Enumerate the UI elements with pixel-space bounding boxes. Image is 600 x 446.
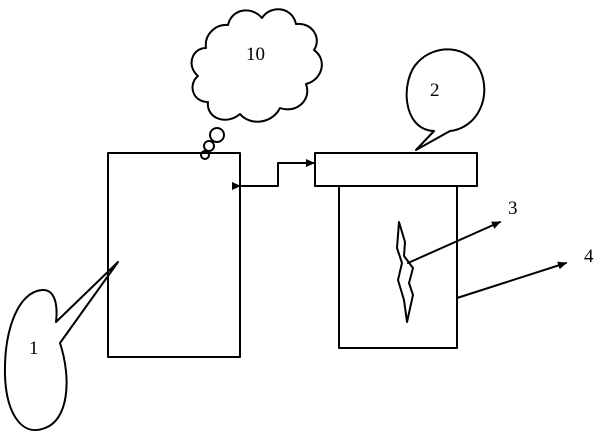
label-cloud: 10 (246, 44, 265, 65)
container-box (338, 185, 458, 349)
callout-bubble-left (3, 261, 119, 431)
leader-arrow-lower (456, 261, 567, 299)
crack-shape (396, 221, 414, 323)
leader-arrow-upper (407, 221, 501, 264)
label-callout-left: 1 (29, 338, 39, 359)
connector-line (232, 159, 315, 190)
callout-bubble-top (405, 48, 486, 151)
thought-cloud (190, 8, 323, 123)
label-arrow-lower: 4 (584, 246, 594, 267)
left-unit-box (107, 152, 241, 358)
top-cap-box (314, 152, 478, 187)
thought-bubble-small (200, 150, 210, 160)
label-arrow-upper: 3 (508, 198, 518, 219)
label-callout-top: 2 (430, 80, 440, 101)
thought-bubble-medium (203, 140, 215, 152)
thought-bubble-large (209, 127, 225, 143)
